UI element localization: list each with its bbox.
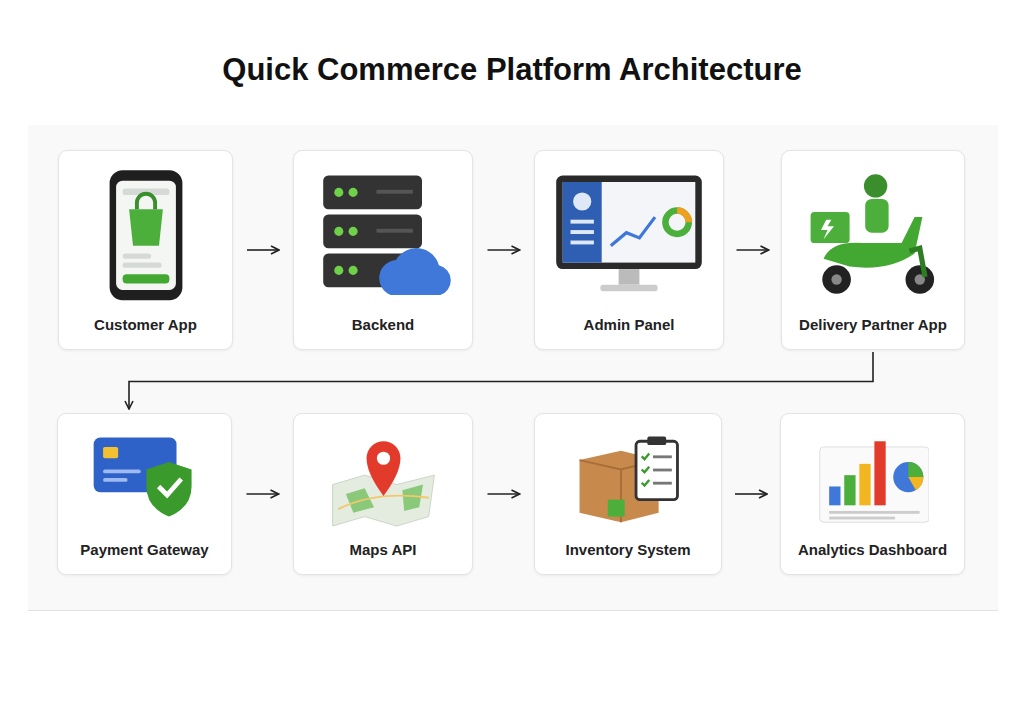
component-icon	[551, 165, 707, 303]
flow-arrow	[247, 493, 279, 495]
diagram-title: Quick Commerce Platform Architecture	[0, 52, 1024, 88]
component-label: Analytics Dashboard	[781, 541, 964, 558]
flow-arrow	[488, 249, 520, 251]
component-card: Backend	[293, 150, 473, 350]
component-icon	[572, 428, 685, 528]
component-label: Payment Gateway	[58, 541, 231, 558]
flow-arrow	[129, 352, 873, 409]
component-card: Inventory System	[534, 413, 722, 575]
component-card: Payment Gateway	[57, 413, 232, 575]
flow-arrow	[735, 493, 767, 495]
component-card: Delivery Partner App	[781, 150, 965, 350]
component-card: Admin Panel	[534, 150, 724, 350]
flow-arrow	[488, 493, 520, 495]
component-icon	[795, 165, 951, 303]
component-label: Customer App	[59, 316, 232, 333]
component-label: Maps API	[294, 541, 472, 558]
component-label: Backend	[294, 316, 472, 333]
component-card: Analytics Dashboard	[780, 413, 965, 575]
component-card: Customer App	[58, 150, 233, 350]
component-icon	[68, 165, 224, 303]
component-label: Delivery Partner App	[782, 316, 964, 333]
component-icon	[816, 428, 929, 528]
component-icon	[327, 428, 440, 528]
component-label: Admin Panel	[535, 316, 723, 333]
component-card: Maps API	[293, 413, 473, 575]
component-icon	[88, 428, 201, 528]
flow-arrow	[737, 249, 769, 251]
component-icon	[305, 165, 461, 303]
component-label: Inventory System	[535, 541, 721, 558]
flow-arrow	[247, 249, 279, 251]
